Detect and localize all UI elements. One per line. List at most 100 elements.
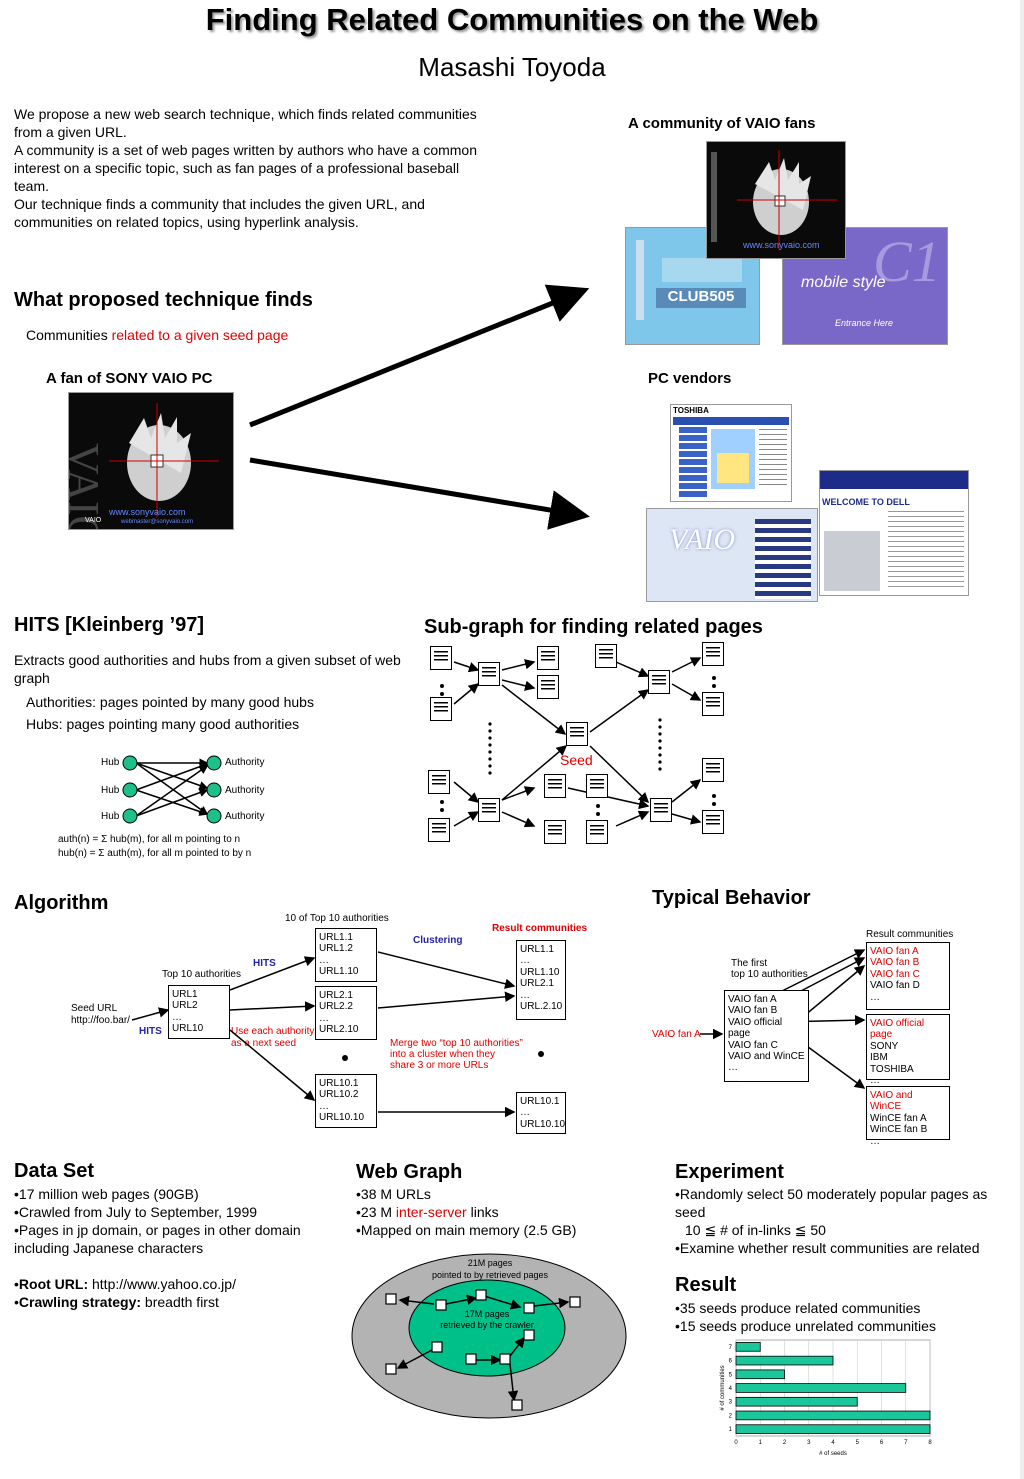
chart-x-tick-label: 7 [904,1440,908,1446]
experiment-heading: Experiment [675,1161,784,1183]
ellipsis-dot [538,1051,544,1057]
seed-url-label: Seed URL [71,1003,118,1014]
box-line: … [319,954,329,966]
box-line: VAIO fan A [870,946,919,957]
result-box-2: URL10.1…URL10.10 [516,1092,566,1134]
chart-bar [735,1396,858,1407]
box-line: … [870,991,880,1003]
dell-screenshot: WELCOME TO DELL [819,470,969,596]
graph-node [569,1296,581,1308]
dot [712,794,716,798]
box-line: TOSHIBA [870,1063,914,1075]
subgraph-heading: Sub-graph for finding related pages [424,616,763,638]
chart-bar [735,1342,761,1352]
graph-node [523,1329,535,1341]
result-item: •15 seeds produce unrelated communities [675,1318,936,1334]
spacer [14,1257,339,1275]
finds-heading: What proposed technique finds [14,289,313,311]
box-line: URL2.10 [319,1024,359,1036]
right-edge [1020,0,1024,1479]
clustering-label: Clustering [413,935,463,946]
page-node [544,774,566,798]
box-line: VAIO fan B [728,1005,778,1017]
inner-label-1: 17M pages [464,1309,510,1319]
box-line: VAIO and WinCE [870,1090,913,1113]
page-node [586,820,608,844]
dot [440,808,444,812]
dataset-crawl: •Crawling strategy: breadth first [14,1294,219,1310]
dataset-heading: Data Set [14,1160,95,1182]
vaio-vendor-logo: VAIO [669,523,736,556]
mobile-style-text: mobile style [801,274,886,291]
chart-bar [735,1369,785,1380]
box-line: … [319,1100,329,1112]
box-line: URL1.1 [520,944,554,955]
dell-text [888,511,964,589]
toshiba-nav [673,417,789,425]
dot [596,804,600,808]
box-line: URL2 [172,1000,198,1012]
root-label: Root URL: [18,1276,89,1292]
page-node [478,798,500,822]
page-node [537,646,559,670]
chart-x-tick-label: 3 [807,1440,811,1446]
vaio-vendor-menu [755,519,811,599]
graph-node [385,1293,397,1305]
graph-node [431,1341,443,1353]
inner-label-2: retrieved by the crawler [440,1320,534,1330]
authority-node-1 [206,755,222,771]
page-node [595,644,617,668]
dell-pc-image [824,531,880,591]
use-each-label: Use each authority [231,1026,315,1037]
toshiba-menu [679,427,707,497]
authority-label-3: Authority [225,811,265,822]
vertical-dots [488,718,662,775]
links-highlight: inter-server [395,1204,467,1220]
webgraph-item: •23 M inter-server links [356,1203,576,1221]
dataset-item: •Crawled from July to September, 1999 [14,1204,258,1220]
club505-banner [662,258,742,282]
chart-y-tick-label: 1 [729,1427,733,1433]
typical-first-1: The first [731,958,768,969]
page-node [430,646,452,670]
toshiba-promo [717,453,749,483]
dataset-root: •Root URL: http://www.yahoo.co.jp/ [14,1276,236,1292]
arrow-to-community2 [249,457,590,530]
hits-line-1: Extracts good authorities and hubs from … [14,651,414,687]
intro-line-3: Our technique finds a community that inc… [14,196,425,230]
box-line: … [172,1011,182,1023]
dot [440,800,444,804]
page-node [537,675,559,699]
vaio-logo: VAIO [85,517,102,524]
chart-y-tick-label: 2 [729,1413,733,1419]
dot [596,812,600,816]
box-line: URL.2.10 [520,1001,563,1013]
finds-arrows [249,284,590,530]
box-line: URL1.1 [319,932,353,943]
hits-heading: HITS [Kleinberg ’97] [14,614,205,636]
box-line: … [728,1073,738,1085]
hits-diagram [122,755,222,824]
box-line: URL10.10 [319,1112,365,1124]
page-node [430,697,452,721]
graph-node [511,1399,523,1411]
box-line: URL10.1 [520,1096,560,1107]
authority-label-2: Authority [225,785,265,796]
arrow-to-community1 [249,284,590,428]
box-line: URL10.1 [319,1078,359,1089]
algorithm-heading: Algorithm [14,892,109,914]
toshiba-screenshot: TOSHIBA [670,404,792,502]
box-line: VAIO official page [728,1016,783,1040]
experiment-item: •Randomly select 50 moderately popular p… [675,1186,988,1220]
dataset-item: •Pages in jp domain, or pages in other d… [14,1222,301,1256]
page-node [428,770,450,794]
top10-label: Top 10 authorities [162,969,241,980]
chart-x-tick-label: 5 [856,1440,860,1446]
page-node [702,758,724,782]
next-seed-label: as a next seed [231,1038,297,1049]
crawl-label: Crawling strategy: [18,1294,142,1310]
